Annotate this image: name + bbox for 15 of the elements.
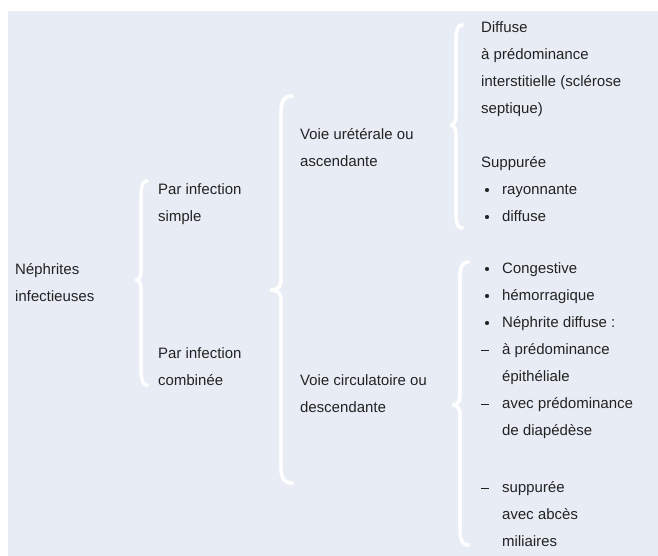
- tree-label: rayonnante: [502, 180, 578, 200]
- tree-label: avec prédominance de diapédèse: [502, 394, 634, 441]
- tree-label: Par infection simple: [158, 180, 242, 227]
- tree-label: suppurée avec abcès miliaires: [502, 478, 579, 552]
- tree-label: Diffuse: [481, 18, 528, 38]
- tree-label: Voie circulatoire ou descendante: [300, 371, 428, 418]
- tree-label: hémorragique: [502, 286, 596, 306]
- tree-label: Par infection combinée: [158, 344, 242, 391]
- tree-label: diffuse: [502, 207, 547, 227]
- tree-label: Suppurée: [481, 153, 548, 173]
- tree-label: à prédominance interstitielle (sclérose septique): [481, 45, 622, 119]
- tree-label: Néphrites infectieuses: [15, 260, 96, 307]
- tree-label: Voie urétérale ou ascendante: [300, 125, 414, 172]
- tree-label: Congestive: [502, 259, 578, 279]
- tree-label: Néphrite diffuse :: [502, 313, 616, 333]
